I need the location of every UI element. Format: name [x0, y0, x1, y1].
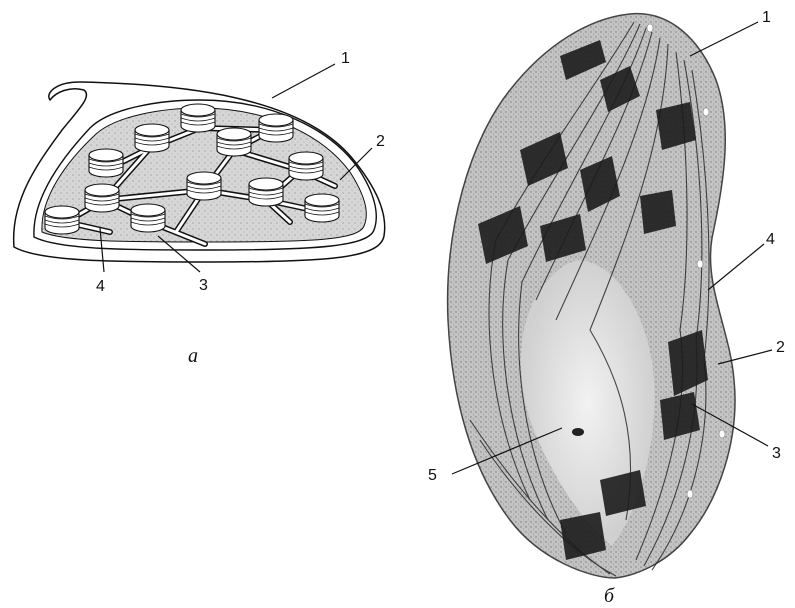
caption-a: а — [188, 345, 198, 367]
label-b-3: 3 — [772, 445, 781, 462]
label-a-2: 2 — [376, 133, 385, 150]
caption-b: б — [604, 585, 615, 607]
label-a-1: 1 — [341, 50, 350, 67]
panel-b-micrograph: 1 4 2 3 5 б — [428, 9, 785, 607]
leader-a-1 — [272, 64, 335, 98]
label-a-3: 3 — [199, 277, 208, 294]
leader-b-1 — [690, 22, 758, 56]
label-a-4: 4 — [96, 278, 105, 295]
leader-b-4 — [708, 244, 764, 290]
label-b-1: 1 — [762, 9, 771, 26]
label-b-5: 5 — [428, 467, 437, 484]
dark-inclusion — [572, 428, 584, 436]
label-b-2: 2 — [776, 339, 785, 356]
panel-a-schematic: 1 2 3 4 а — [14, 50, 385, 367]
label-b-4: 4 — [766, 231, 775, 248]
